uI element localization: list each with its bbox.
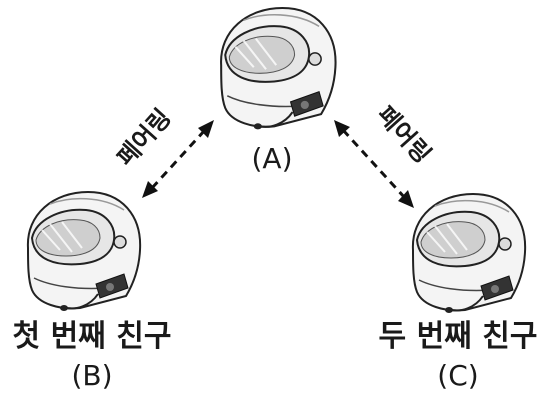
helmet-c-caption: 두 번째 친구 — [379, 319, 537, 354]
helmet-b-icon — [26, 191, 142, 312]
pairing-arrow-right — [334, 120, 414, 208]
helmet-a-id-label: (A) — [251, 142, 292, 175]
helmet-c-id-label: (C) — [437, 359, 478, 392]
pairing-label-left: 페어링 — [111, 104, 176, 172]
helmet-b-id-label: (B) — [71, 359, 112, 392]
pairing-label-right: 페어링 — [371, 101, 436, 169]
helmet-a-icon — [220, 7, 337, 131]
helmet-c-icon — [411, 193, 527, 314]
helmet-b-caption: 첫 번째 친구 — [13, 319, 172, 354]
pairing-arrow-left — [142, 120, 214, 198]
